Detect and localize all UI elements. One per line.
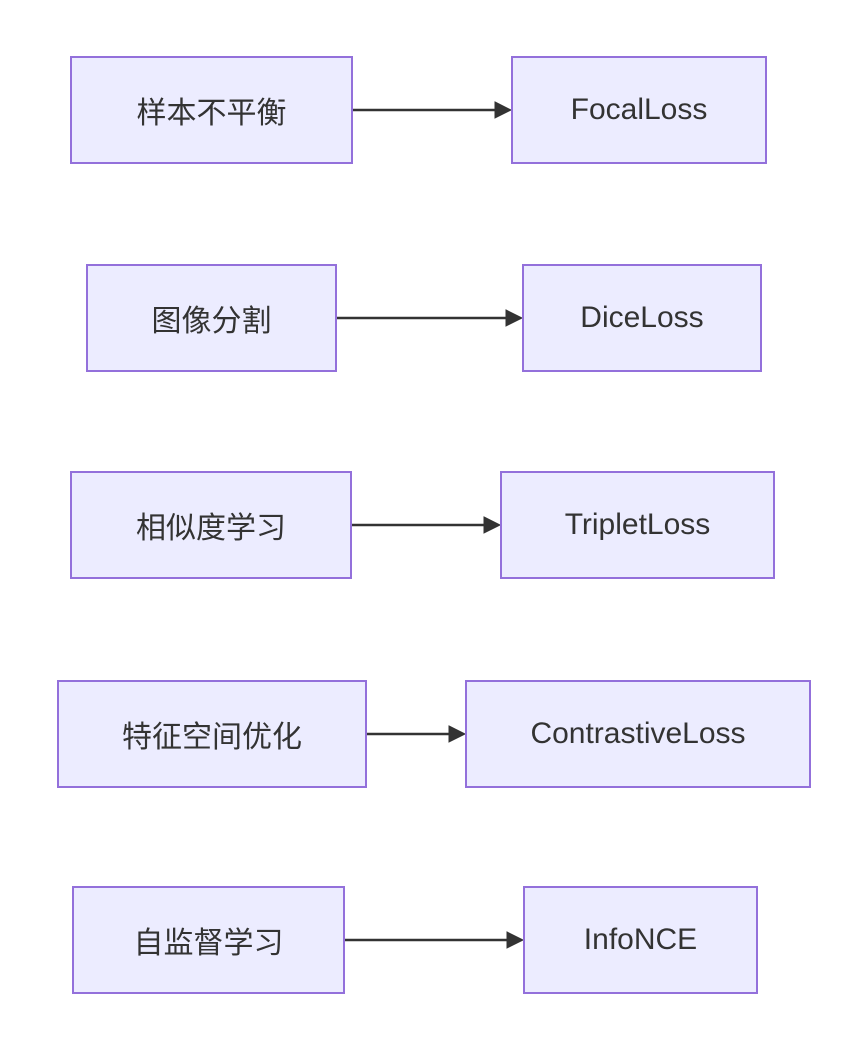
flow-node-label: 自监督学习 (133, 927, 284, 960)
flow-node-label: 相似度学习 (136, 512, 286, 545)
flow-node-target-4: ContrastiveLoss (465, 680, 811, 788)
arrow-right-icon (353, 101, 513, 119)
flow-node-target-1: FocalLoss (511, 56, 767, 164)
flow-node-label: FocalLoss (570, 93, 708, 126)
flow-node-target-3: TripletLoss (500, 471, 775, 579)
flow-node-label: 特征空间优化 (122, 721, 302, 754)
arrow-right-icon (337, 309, 524, 327)
flow-node-source-5: 自监督学习 (72, 886, 345, 994)
flow-node-source-4: 特征空间优化 (57, 680, 367, 788)
flow-node-label: TripletLoss (564, 508, 711, 541)
flow-node-label: ContrastiveLoss (530, 717, 746, 750)
arrow-right-icon (367, 725, 467, 743)
flow-node-label: 样本不平衡 (136, 97, 287, 130)
arrow-right-icon (352, 516, 502, 534)
flow-node-source-1: 样本不平衡 (70, 56, 353, 164)
flow-node-target-2: DiceLoss (522, 264, 762, 372)
flow-node-source-2: 图像分割 (86, 264, 337, 372)
arrow-right-icon (345, 931, 525, 949)
flow-node-source-3: 相似度学习 (70, 471, 352, 579)
flow-node-label: InfoNCE (583, 923, 698, 956)
flow-node-target-5: InfoNCE (523, 886, 758, 994)
flow-node-label: 图像分割 (151, 305, 272, 338)
flow-node-label: DiceLoss (580, 301, 704, 334)
